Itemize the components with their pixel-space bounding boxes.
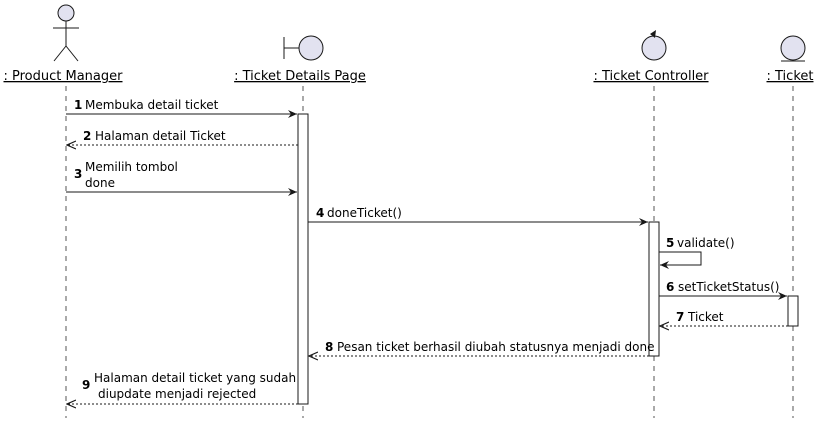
message-number: 8 [325, 340, 333, 354]
message-number: 9 [82, 378, 90, 392]
message-label-line-1: Memilih tombol [85, 160, 178, 174]
message-7: 7 Ticket [660, 310, 788, 326]
participant-label: : Ticket Controller [593, 69, 709, 84]
message-label: doneTicket() [327, 206, 402, 220]
message-4: 4 doneTicket() [308, 206, 648, 226]
activation-ticket-controller [648, 221, 660, 357]
message-number: 3 [74, 167, 82, 181]
message-label-line-2: done [85, 176, 115, 190]
message-label-line-1: Halaman detail ticket yang sudah [94, 371, 296, 385]
actor-icon [53, 4, 79, 62]
message-label-line-2: diupdate menjadi rejected [98, 387, 256, 401]
message-number: 5 [666, 236, 674, 250]
message-number: 6 [666, 280, 674, 294]
participant-label: : Ticket [767, 69, 814, 84]
message-number: 4 [316, 206, 324, 220]
participant-label: : Product Manager [4, 69, 124, 84]
boundary-icon [283, 35, 324, 61]
message-label: setTicketStatus() [678, 280, 779, 294]
participant-label: : Ticket Details Page [234, 69, 366, 84]
message-label: Ticket [687, 310, 724, 324]
activations [297, 113, 799, 405]
activation-ticket-details-page [297, 113, 309, 405]
message-number: 1 [74, 98, 82, 112]
message-label: Halaman detail Ticket [95, 129, 226, 143]
entity-icon [780, 35, 806, 62]
message-9: 9 Halaman detail ticket yang sudah diupd… [67, 371, 298, 404]
message-label: Pesan ticket berhasil diubah statusnya m… [337, 340, 654, 354]
message-5: 5 validate() [659, 236, 735, 269]
participant-ticket-details-page: : Ticket Details Page [234, 35, 366, 84]
participant-ticket-controller: : Ticket Controller [593, 30, 709, 84]
control-icon [641, 30, 667, 61]
participant-ticket-entity: : Ticket [767, 35, 814, 84]
message-8: 8 Pesan ticket berhasil diubah statusnya… [309, 340, 654, 356]
message-number: 7 [676, 310, 684, 324]
message-3: 3 Memilih tombol done [66, 160, 297, 196]
message-label: validate() [677, 236, 735, 250]
message-arrow [659, 251, 702, 269]
message-2: 2 Halaman detail Ticket [67, 129, 298, 145]
message-1: 1 Membuka detail ticket [66, 98, 297, 118]
message-6: 6 setTicketStatus() [659, 280, 787, 300]
message-number: 2 [83, 129, 91, 143]
participant-product-manager: : Product Manager [4, 4, 124, 84]
message-label: Membuka detail ticket [85, 98, 219, 112]
activation-ticket-entity [787, 295, 799, 327]
